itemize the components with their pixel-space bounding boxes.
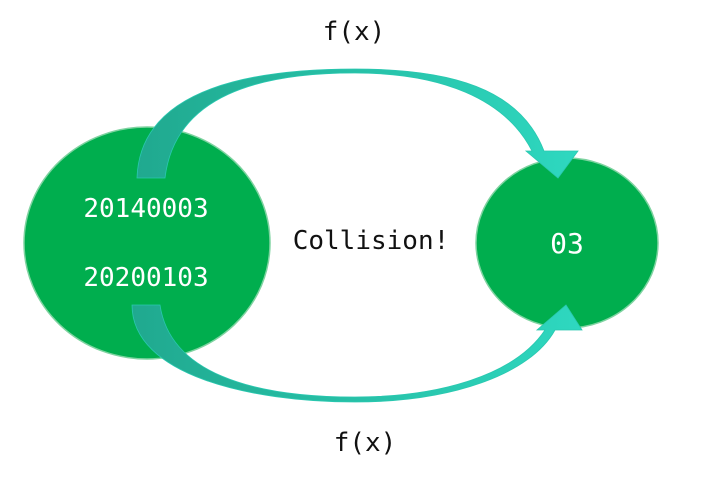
bottom-function-label: f(x) bbox=[334, 428, 397, 458]
key-first: 20140003 bbox=[83, 194, 208, 224]
keys-circle bbox=[23, 126, 271, 360]
bottom-mapping-arrow bbox=[131, 304, 583, 403]
hash-value-label: 03 bbox=[550, 227, 584, 260]
key-second: 20200103 bbox=[83, 263, 208, 293]
collision-label: Collision! bbox=[293, 226, 450, 256]
top-function-label: f(x) bbox=[323, 17, 386, 47]
top-mapping-arrow bbox=[136, 68, 579, 179]
